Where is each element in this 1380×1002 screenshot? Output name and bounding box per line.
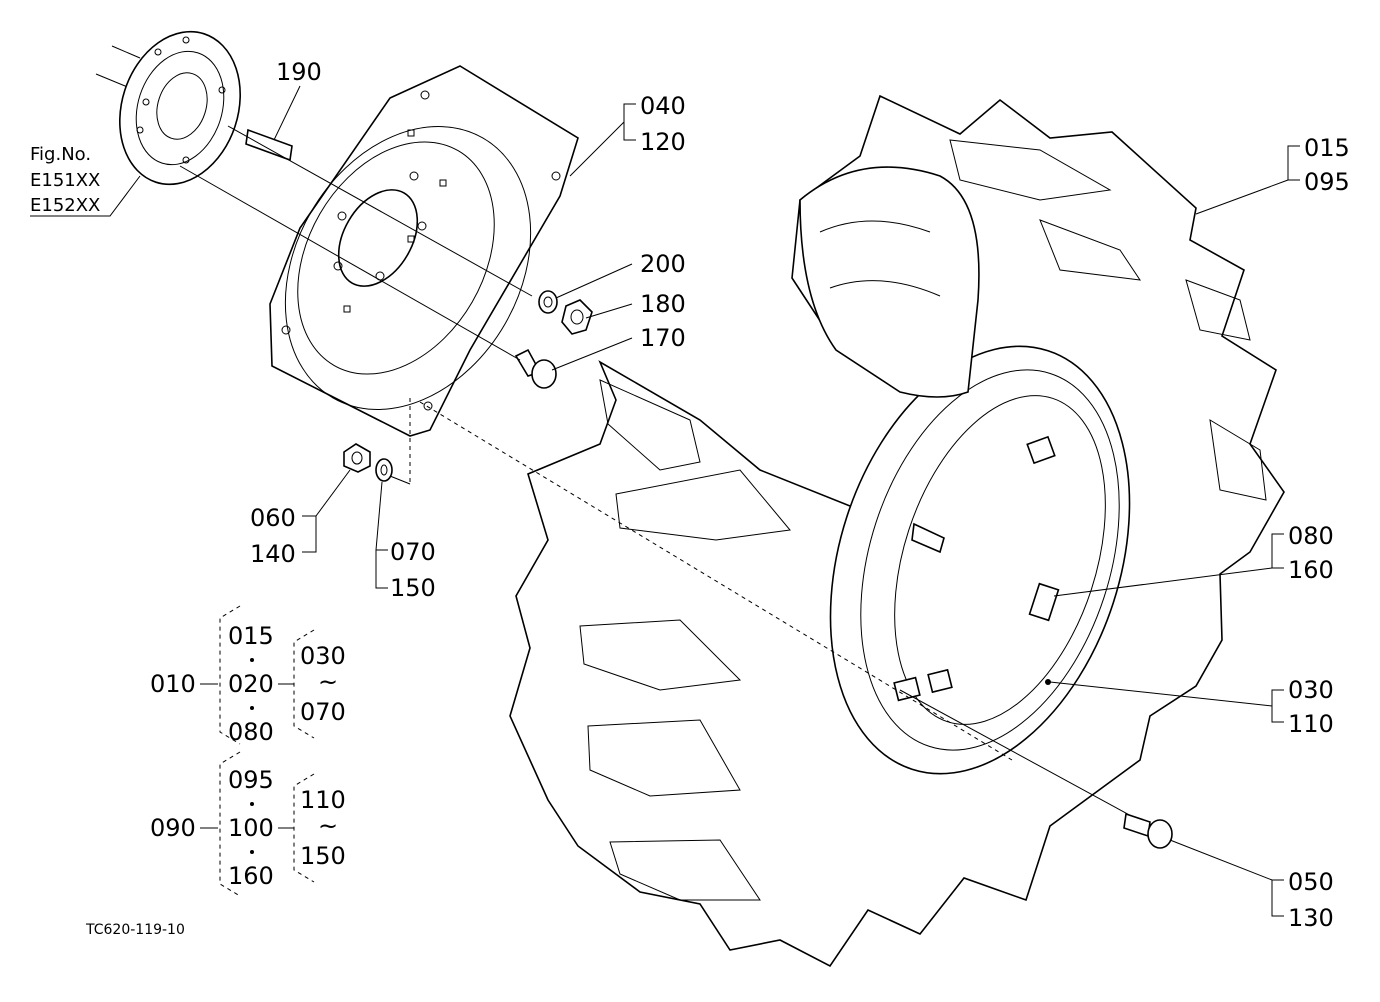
assembly-group-090: 090 095 100 160 110 ~ 150 [150,751,346,897]
assembly-range-sep: ~ [318,812,338,840]
callout-030: 030 [1288,676,1334,704]
hardware-cluster [179,165,593,389]
assembly-range-sep: ~ [318,668,338,696]
assembly-range-to: 070 [300,698,346,726]
assembly-member: 160 [228,862,274,890]
assembly-parent: 090 [150,814,196,842]
fig-code-1: E151XX [30,170,100,191]
stud-bolt [227,125,533,297]
hub-flange [95,30,241,186]
assembly-range-from: 030 [300,642,346,670]
callout-190: 190 [276,58,322,86]
callout-180: 180 [640,290,686,318]
callout-labels: 190 040 120 015 095 200 180 170 060 140 … [250,58,1350,932]
assembly-member: 095 [228,766,274,794]
callout-015: 015 [1304,134,1350,162]
assembly-member: 100 [228,814,274,842]
callout-095: 095 [1304,168,1350,196]
callout-140: 140 [250,540,296,568]
fig-code-2: E152XX [30,195,100,216]
callout-080: 080 [1288,522,1334,550]
callout-120: 120 [640,128,686,156]
assembly-range-from: 110 [300,786,346,814]
callout-200: 200 [640,250,686,278]
wheel-disc [269,65,579,437]
callout-070: 070 [390,538,436,566]
rim-bolt [1123,812,1173,849]
assembly-member: 020 [228,670,274,698]
fig-no-label: Fig.No. [30,144,91,165]
leader-lines [273,85,1300,917]
assembly-parent: 010 [150,670,196,698]
callout-040: 040 [640,92,686,120]
callout-150: 150 [390,574,436,602]
assembly-group-010: 010 015 020 080 030 ~ 070 [150,605,346,746]
callout-170: 170 [640,324,686,352]
assembly-member: 015 [228,622,274,650]
nut-washer-pair [343,398,411,485]
figure-reference: Fig.No. E151XX E152XX [30,144,141,217]
callout-110: 110 [1288,710,1334,738]
assembly-member: 080 [228,718,274,746]
callout-060: 060 [250,504,296,532]
assembly-range-to: 150 [300,842,346,870]
tire [419,94,1285,968]
callout-130: 130 [1288,904,1334,932]
callout-160: 160 [1288,556,1334,584]
drawing-code: TC620-119-10 [85,922,185,938]
callout-050: 050 [1288,868,1334,896]
